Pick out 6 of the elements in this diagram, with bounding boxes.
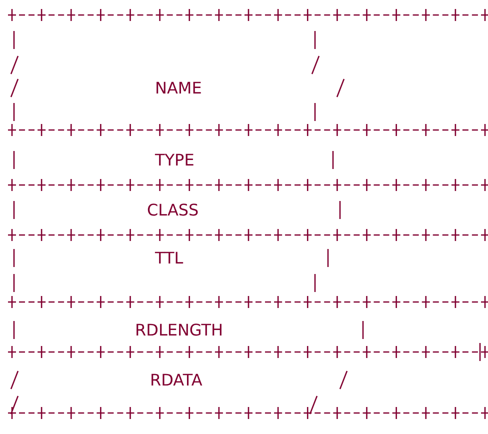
field-name: CLASS [147,200,199,220]
field-name: RDLENGTH [135,320,224,340]
field-name: RDATA [150,370,202,390]
field-name: NAME [155,78,202,98]
field-name: TYPE [155,150,194,170]
field-name: TTL [155,248,184,268]
